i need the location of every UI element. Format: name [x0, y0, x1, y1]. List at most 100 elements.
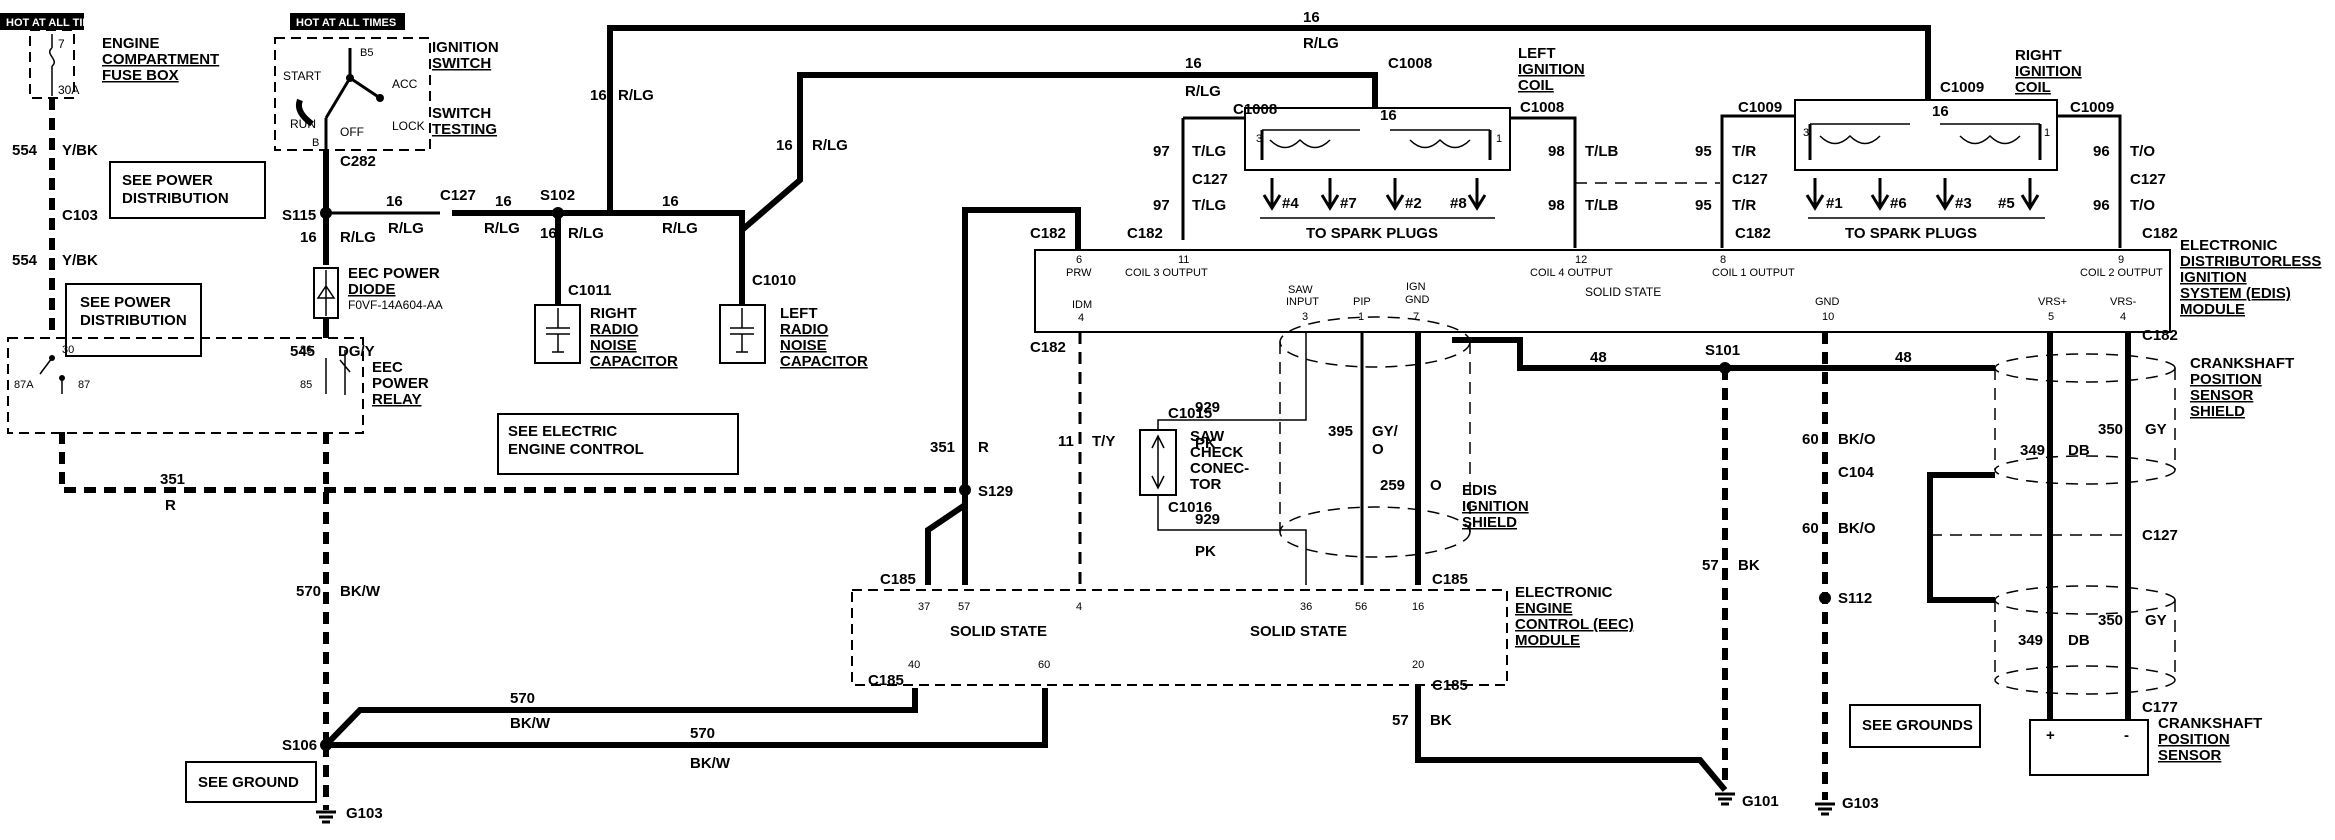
- svg-text:VRS-: VRS-: [2110, 296, 2137, 308]
- svg-text:96: 96: [2093, 197, 2110, 214]
- svg-text:EEC POWER: EEC POWER: [348, 265, 440, 282]
- crankshaft-position-sensor: + - CRANKSHAFT POSITION SENSOR: [2029, 715, 2262, 776]
- svg-text:8: 8: [1720, 254, 1726, 266]
- svg-text:3: 3: [1256, 133, 1262, 145]
- svg-text:PIP: PIP: [1353, 296, 1371, 308]
- svg-text:349: 349: [2018, 632, 2043, 649]
- svg-text:RIGHT: RIGHT: [590, 305, 637, 322]
- svg-text:SEE GROUNDS: SEE GROUNDS: [1862, 717, 1973, 734]
- svg-text:C104: C104: [1838, 464, 1875, 481]
- svg-text:60: 60: [1038, 659, 1050, 671]
- svg-text:SWITCH: SWITCH: [432, 105, 491, 122]
- crankshaft-sensor-shield-lower: 349 DB 350 GY: [1994, 585, 2176, 695]
- svg-text:POWER: POWER: [372, 375, 429, 392]
- wire-shield-drain: [1927, 472, 1995, 603]
- svg-text:R/LG: R/LG: [812, 137, 848, 154]
- svg-text:COMPARTMENT: COMPARTMENT: [102, 51, 219, 68]
- eec-module: SOLID STATE SOLID STATE 37 57 4 36 56 16…: [851, 589, 1508, 686]
- svg-text:10: 10: [1822, 311, 1834, 323]
- right-ignition-coil: 16 3 1 C1009 RIGHT IGNITION COIL #1 #6 #…: [1794, 47, 2082, 242]
- svg-text:570: 570: [510, 690, 535, 707]
- svg-text:#5: #5: [1998, 195, 2015, 212]
- svg-text:554: 554: [12, 142, 38, 159]
- svg-text:259: 259: [1380, 477, 1405, 494]
- svg-text:EEC: EEC: [372, 359, 403, 376]
- svg-text:G103: G103: [346, 805, 383, 822]
- svg-text:IGNITION: IGNITION: [2015, 63, 2082, 80]
- wire-16-to-left-cap: [452, 210, 745, 268]
- svg-text:C1008: C1008: [1233, 101, 1277, 118]
- svg-text:60: 60: [1802, 431, 1819, 448]
- svg-text:C127: C127: [440, 187, 476, 204]
- svg-text:GY: GY: [2145, 421, 2167, 438]
- svg-text:T/O: T/O: [2130, 197, 2155, 214]
- svg-text:97: 97: [1153, 197, 1170, 214]
- svg-text:95: 95: [1695, 143, 1712, 160]
- svg-text:C1008: C1008: [1388, 55, 1432, 72]
- svg-text:56: 56: [1355, 601, 1367, 613]
- svg-text:BK/O: BK/O: [1838, 431, 1876, 448]
- svg-text:GND: GND: [1815, 296, 1840, 308]
- svg-text:SAW: SAW: [1190, 428, 1225, 445]
- svg-text:95: 95: [1695, 197, 1712, 214]
- svg-text:BK/W: BK/W: [690, 755, 731, 772]
- svg-text:O: O: [1430, 477, 1442, 494]
- svg-text:COIL 1 OUTPUT: COIL 1 OUTPUT: [1712, 267, 1795, 279]
- svg-text:4: 4: [2120, 311, 2126, 323]
- edis-ignition-shield: EDIS IGNITION SHIELD: [1279, 316, 1529, 558]
- svg-text:C127: C127: [2142, 527, 2178, 544]
- svg-text:C282: C282: [340, 153, 376, 170]
- svg-text:C182: C182: [2142, 327, 2178, 344]
- svg-text:36: 36: [1300, 601, 1312, 613]
- svg-text:929: 929: [1195, 511, 1220, 528]
- svg-text:C1009: C1009: [2070, 99, 2114, 116]
- svg-text:R: R: [978, 439, 989, 456]
- svg-text:SHIELD: SHIELD: [2190, 403, 2245, 420]
- svg-text:GY: GY: [2145, 612, 2167, 629]
- wire-570-to-eec-60: [326, 688, 1048, 748]
- svg-text:COIL: COIL: [2015, 79, 2051, 96]
- svg-text:SWITCH: SWITCH: [432, 55, 491, 72]
- svg-text:C1015: C1015: [1168, 405, 1212, 422]
- svg-text:97: 97: [1153, 143, 1170, 160]
- svg-text:BK/W: BK/W: [340, 583, 381, 600]
- svg-text:#7: #7: [1340, 195, 1357, 212]
- crankshaft-position-sensor-shield: 349 DB 350 GY CRANKSHAFT POSITION SENSOR…: [1994, 353, 2294, 485]
- svg-text:CRANKSHAFT: CRANKSHAFT: [2158, 715, 2262, 732]
- svg-text:POSITION: POSITION: [2158, 731, 2230, 748]
- svg-text:16: 16: [495, 193, 512, 210]
- svg-text:351: 351: [160, 471, 185, 488]
- svg-text:C127: C127: [2130, 171, 2166, 188]
- svg-text:96: 96: [2093, 143, 2110, 160]
- eec-power-diode: EEC POWER DIODE F0VF-14A604-AA: [313, 265, 443, 319]
- svg-text:IGNITION: IGNITION: [1518, 61, 1585, 78]
- see-ground-note: SEE GROUND: [185, 761, 317, 803]
- svg-text:20: 20: [1412, 659, 1424, 671]
- svg-text:C1009: C1009: [1940, 79, 1984, 96]
- svg-text:PK: PK: [1195, 543, 1216, 560]
- svg-text:R: R: [165, 497, 176, 514]
- svg-text:IGN: IGN: [1406, 281, 1426, 293]
- svg-text:BK/O: BK/O: [1838, 520, 1876, 537]
- svg-text:1: 1: [1358, 311, 1364, 323]
- left-ignition-coil: 16 3 1 C1008 LEFT IGNITION COIL #4 #7 #2…: [1244, 45, 1585, 242]
- svg-text:SENSOR: SENSOR: [2190, 387, 2254, 404]
- svg-text:37: 37: [918, 601, 930, 613]
- svg-text:BK: BK: [1430, 712, 1452, 729]
- svg-text:16: 16: [776, 137, 793, 154]
- svg-text:R/LG: R/LG: [568, 225, 604, 242]
- svg-text:87A: 87A: [14, 379, 34, 391]
- wire-57-eec-g101: [1415, 685, 1728, 792]
- svg-text:57: 57: [1702, 557, 1719, 574]
- svg-text:57: 57: [1392, 712, 1409, 729]
- left-radio-noise-capacitor: C1010 LEFT RADIO NOISE CAPACITOR: [719, 272, 868, 370]
- ignition-switch: B5 START ACC LOCK RUN OFF B IGNITION SWI…: [274, 37, 499, 152]
- svg-text:351: 351: [930, 439, 955, 456]
- svg-text:DG/Y: DG/Y: [338, 343, 375, 360]
- svg-text:SEE POWER: SEE POWER: [80, 294, 171, 311]
- svg-text:5: 5: [2048, 311, 2054, 323]
- svg-text:EDIS: EDIS: [1462, 482, 1497, 499]
- svg-text:85: 85: [300, 379, 312, 391]
- svg-text:T/LG: T/LG: [1192, 143, 1226, 160]
- svg-text:C1016: C1016: [1168, 499, 1212, 516]
